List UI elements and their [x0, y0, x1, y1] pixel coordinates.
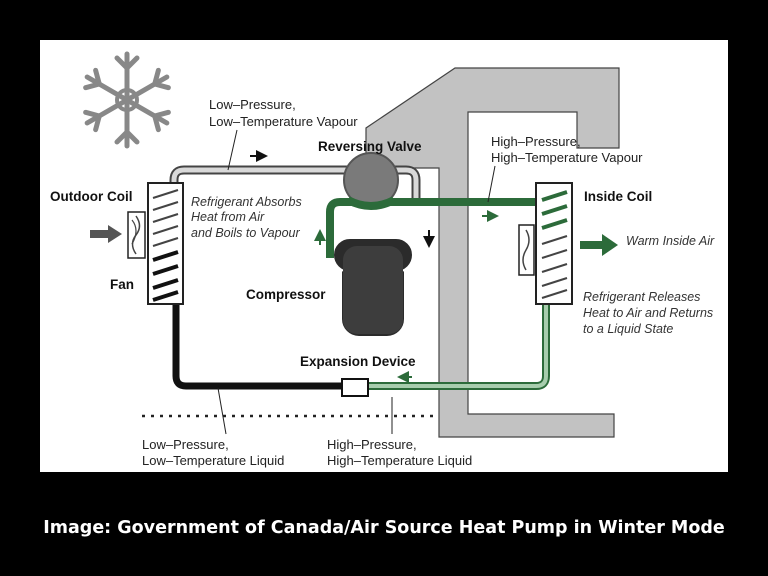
reversing-valve-label: Reversing Valve [318, 139, 422, 154]
outdoor-coil-label: Outdoor Coil [50, 189, 132, 204]
releases-label-2: Heat to Air and Returns [583, 306, 713, 320]
low-vapour-label-1: Low–Pressure, [209, 97, 296, 112]
releases-label-3: to a Liquid State [583, 322, 673, 336]
high-vapour-label-2: High–Temperature Vapour [491, 150, 643, 165]
low-vapour-label-2: Low–Temperature Vapour [209, 114, 358, 129]
expansion-device [341, 378, 369, 397]
inside-fan-icon [518, 224, 535, 276]
image-caption: Image: Government of Canada/Air Source H… [43, 518, 725, 538]
inside-coil-label: Inside Coil [584, 189, 652, 204]
low-liquid-label-2: Low–Temperature Liquid [142, 453, 284, 468]
releases-label-1: Refrigerant Releases [583, 290, 700, 304]
warm-air-arrow [580, 234, 618, 256]
expansion-device-label: Expansion Device [300, 354, 416, 369]
absorbs-label-3: and Boils to Vapour [191, 226, 300, 240]
absorbs-label-2: Heat from Air [191, 210, 265, 224]
low-liquid-pipe [172, 302, 344, 390]
compressor-label: Compressor [246, 287, 326, 302]
high-liquid-label-2: High–Temperature Liquid [327, 453, 472, 468]
heat-pump-diagram: Outdoor Coil Fan Low–Pressure, Low–Tempe… [50, 51, 715, 468]
absorbs-label-1: Refrigerant Absorbs [191, 195, 302, 209]
leader-lines [217, 129, 496, 435]
snowflake-icon [83, 51, 171, 149]
outdoor-coil [147, 182, 184, 305]
warm-air-label: Warm Inside Air [626, 234, 715, 248]
diagram-panel: Outdoor Coil Fan Low–Pressure, Low–Tempe… [40, 40, 728, 472]
cold-air-arrow [90, 225, 122, 243]
high-liquid-label-1: High–Pressure, [327, 437, 417, 452]
fan-label: Fan [110, 277, 134, 292]
high-vapour-pipe [326, 198, 544, 258]
low-liquid-label-1: Low–Pressure, [142, 437, 229, 452]
high-vapour-label-1: High–Pressure, [491, 134, 581, 149]
inside-coil [535, 182, 573, 305]
fan-icon [127, 211, 146, 259]
